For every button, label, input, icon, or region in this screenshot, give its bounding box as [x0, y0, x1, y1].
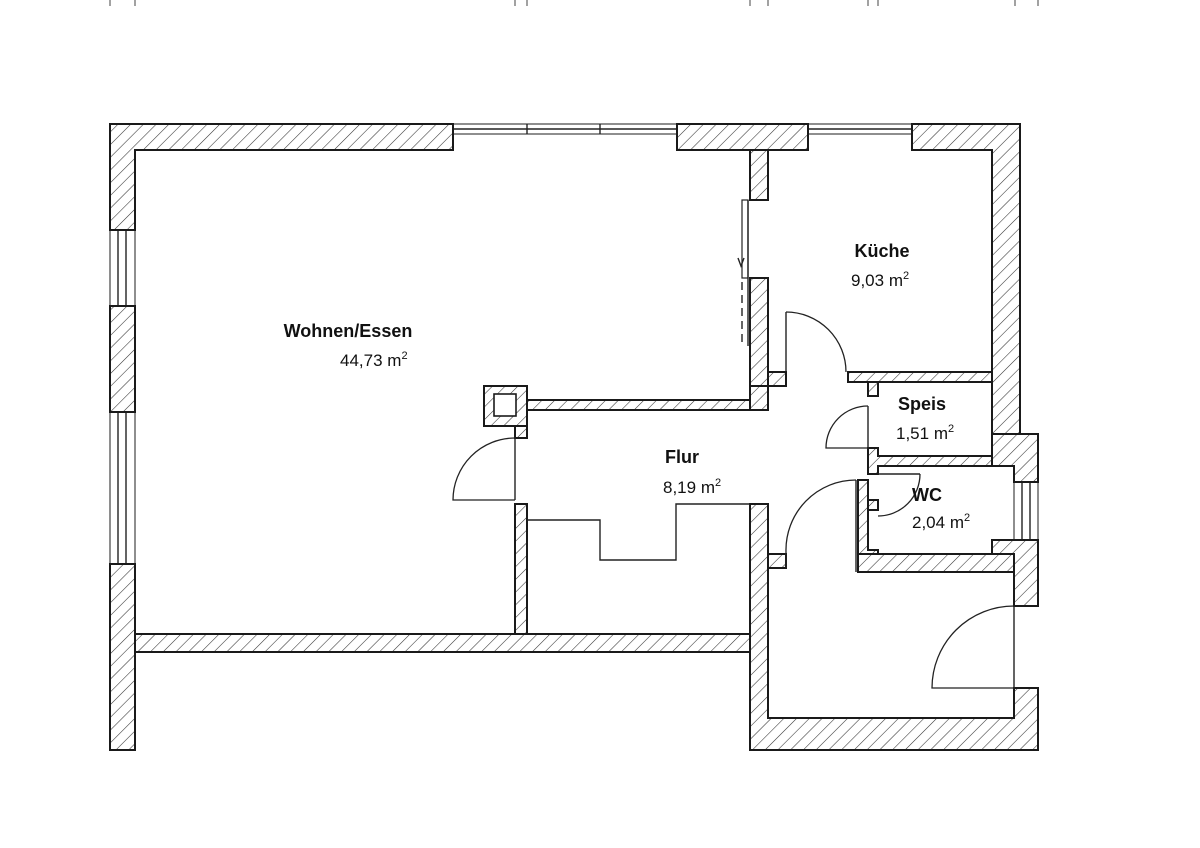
wall-top-left	[109, 123, 454, 231]
room-name-flur: Flur	[665, 447, 699, 467]
room-area-flur: 8,19 m2	[663, 477, 721, 497]
door-flur	[785, 479, 857, 572]
room-label-wohnen: Wohnen/Essen 44,73 m2	[284, 321, 413, 370]
sliding-door[interactable]	[737, 199, 749, 346]
wall-wc-left	[857, 479, 879, 555]
chimney	[483, 385, 528, 427]
wall-kitchen-partition-lower	[749, 277, 769, 387]
wall-left-pier	[109, 305, 136, 413]
room-label-wc: WC 2,04 m2	[912, 485, 970, 532]
wall-flur-left	[514, 503, 528, 635]
wall-speis-wc	[867, 447, 993, 475]
flur-niche-line	[527, 503, 750, 561]
door-living	[452, 437, 516, 501]
wall-wc-bottom	[857, 553, 1015, 573]
wall-top-right	[911, 123, 1021, 435]
walls	[109, 123, 1039, 751]
room-area-kueche: 9,03 m2	[851, 270, 909, 290]
window-left-lower	[109, 411, 136, 565]
wall-left-bottom	[109, 563, 136, 751]
wall-wc-jamb	[867, 499, 879, 511]
wall-door-jamb-kitchen	[767, 371, 787, 387]
wall-speis-jamb	[867, 381, 879, 397]
top-edge-ticks	[109, 0, 1039, 6]
wall-partition-left	[749, 385, 769, 411]
room-name-speis: Speis	[898, 394, 946, 414]
room-area-wc: 2,04 m2	[912, 512, 970, 532]
wall-bottom-living	[134, 633, 751, 653]
wall-door-jamb-living	[514, 425, 528, 439]
wall-right-step	[991, 433, 1039, 483]
doors[interactable]	[452, 311, 1015, 689]
wall-top-middle	[676, 123, 809, 151]
wall-kitchen-partition-upper	[749, 149, 769, 201]
room-area-speis: 1,51 m2	[896, 423, 954, 443]
room-label-speis: Speis 1,51 m2	[896, 394, 954, 443]
window-top-kitchen	[807, 123, 913, 135]
room-name-kueche: Küche	[854, 241, 909, 261]
room-name-wc: WC	[912, 485, 942, 505]
room-label-kueche: Küche 9,03 m2	[851, 241, 910, 290]
wall-flur-right-jamb	[767, 553, 787, 569]
door-kitchen	[785, 311, 847, 373]
door-wc	[877, 473, 921, 517]
room-name-wohnen: Wohnen/Essen	[284, 321, 413, 341]
door-speis	[825, 405, 869, 449]
window-top-living	[452, 123, 678, 135]
room-area-wohnen: 44,73 m2	[340, 350, 408, 370]
window-right-wc	[1013, 481, 1039, 541]
windows	[109, 123, 1039, 565]
door-entrance	[931, 605, 1015, 689]
room-label-flur: Flur 8,19 m2	[663, 447, 721, 497]
wall-living-flur	[526, 399, 769, 411]
window-left-upper	[109, 229, 136, 307]
